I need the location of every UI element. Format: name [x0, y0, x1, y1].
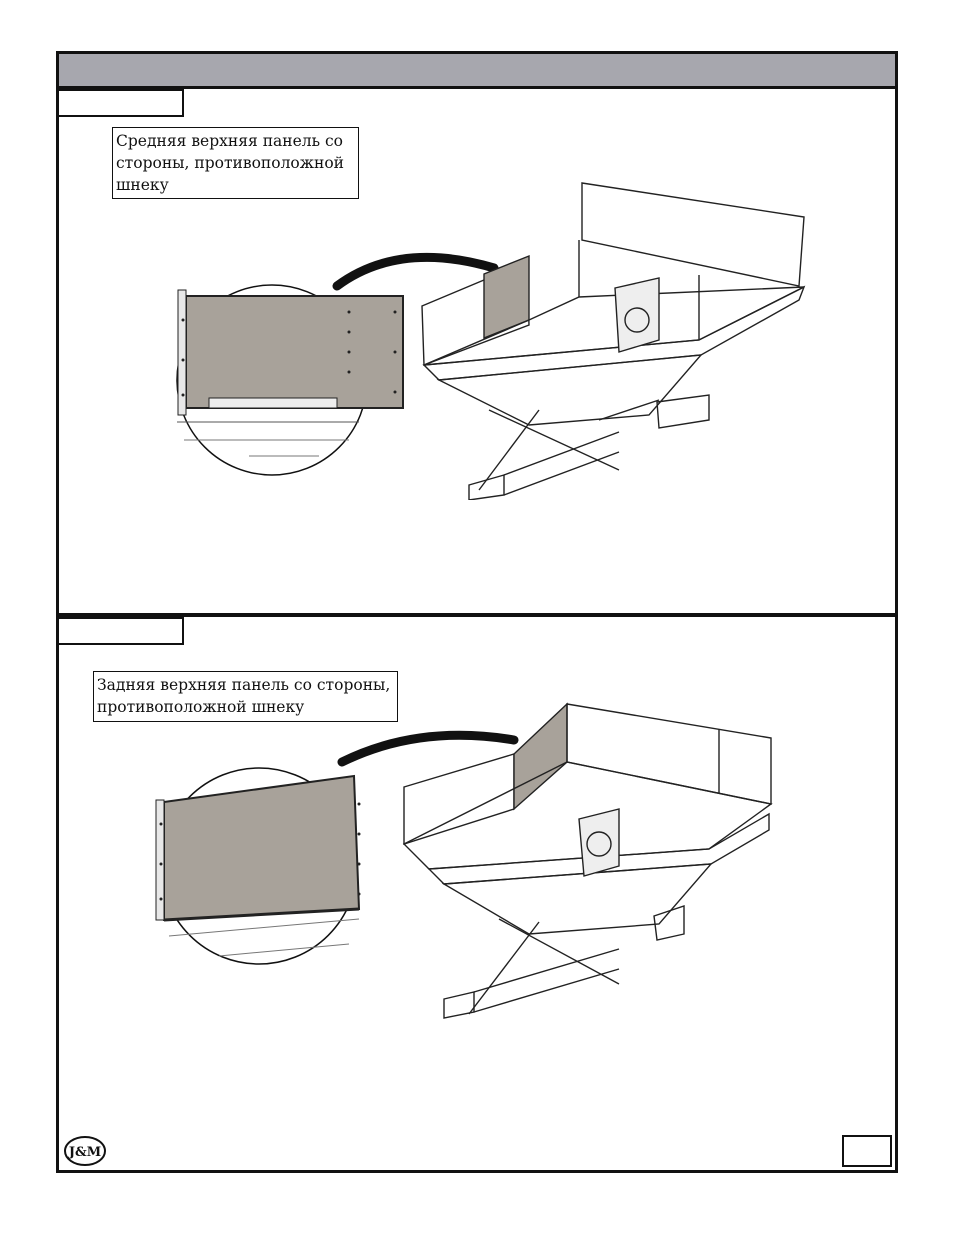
header-bar: [59, 54, 895, 89]
step-divider: [59, 613, 895, 617]
svg-text:J&M: J&M: [68, 1145, 101, 1160]
page-number-box: [842, 1135, 892, 1167]
page-frame: Средняя верхняя панель со стороны, проти…: [56, 51, 898, 1173]
step-tab-2: [59, 617, 184, 645]
jm-logo: J&M: [63, 1135, 107, 1167]
illustration-rear-panel: [59, 694, 895, 1034]
spreader-drawing: [404, 704, 771, 1018]
illustration-middle-panel: [59, 170, 895, 500]
spreader-drawing: [422, 183, 804, 500]
step-tab-1: [59, 89, 184, 117]
